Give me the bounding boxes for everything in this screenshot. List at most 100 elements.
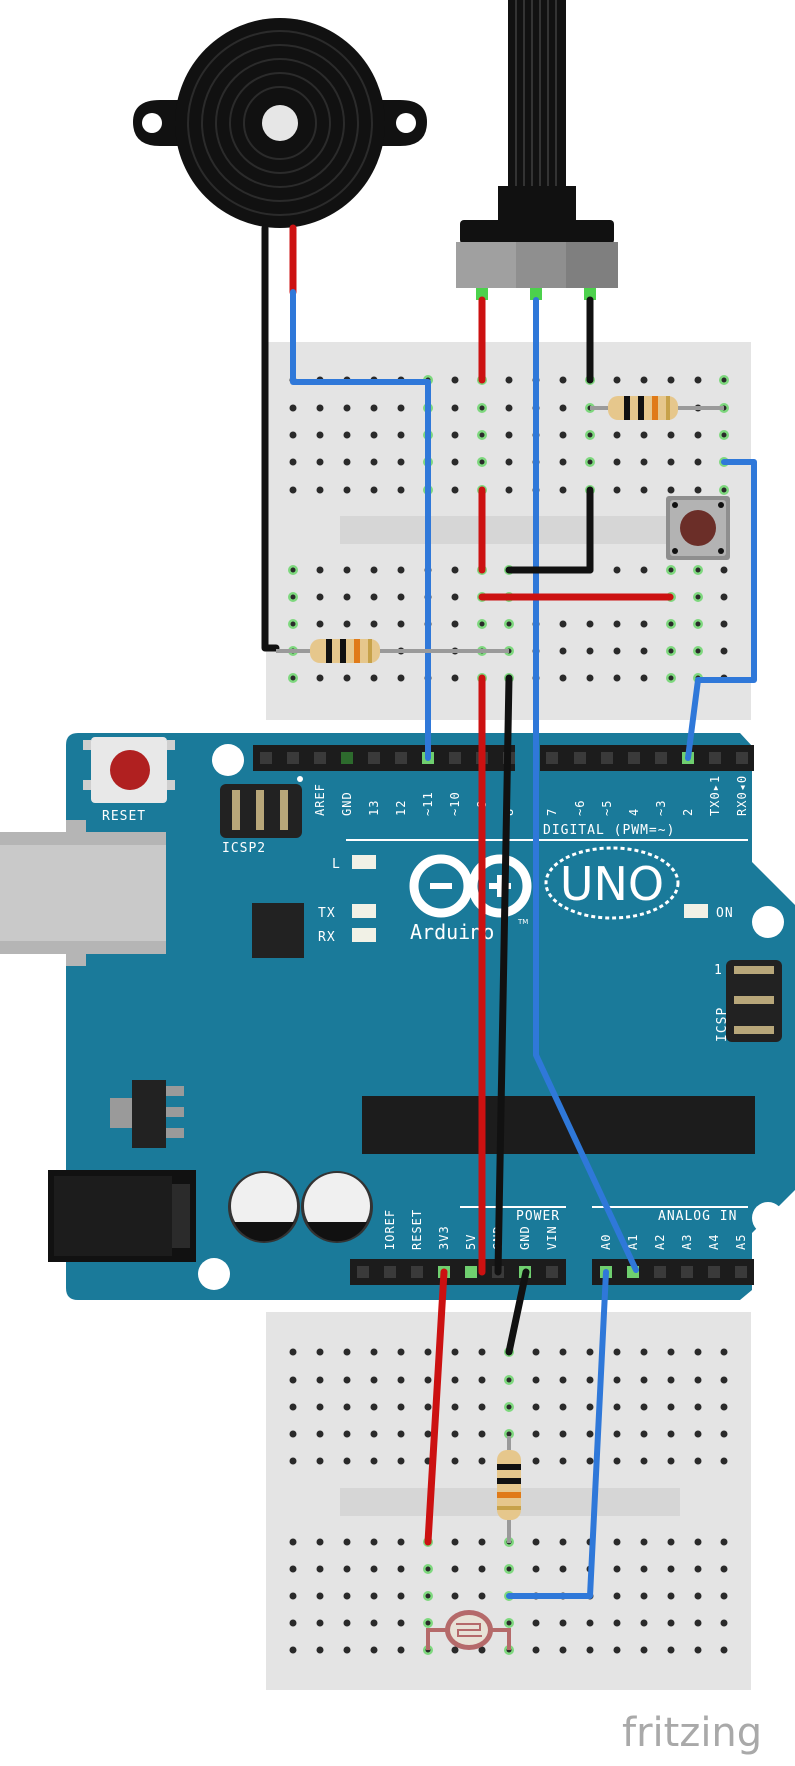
header-socket[interactable] [546, 752, 558, 764]
breadboard-hole [532, 1457, 540, 1465]
header-socket[interactable] [411, 1266, 423, 1278]
header-socket[interactable] [655, 752, 667, 764]
breadboard-hole [694, 1565, 702, 1573]
breadboard-hole [289, 1457, 297, 1465]
breadboard-hole [613, 1646, 621, 1654]
header-socket[interactable] [709, 752, 721, 764]
breadboard-hole [370, 486, 378, 494]
breadboard-hole [559, 1619, 567, 1627]
breadboard-hole [640, 1348, 648, 1356]
led-tx [352, 904, 376, 918]
wires [261, 224, 757, 1599]
crystal-chip [252, 903, 304, 958]
breadboard-hole [316, 1457, 324, 1465]
header-socket[interactable] [628, 752, 640, 764]
header-socket[interactable] [681, 1266, 693, 1278]
header-socket[interactable] [357, 1266, 369, 1278]
breadboard-hole [694, 458, 702, 466]
header-socket[interactable] [341, 752, 353, 764]
breadboard-hole [640, 1592, 648, 1600]
breadboard-hole [316, 1348, 324, 1356]
breadboard-hole [613, 376, 621, 384]
voltage-regulator [110, 1080, 184, 1148]
breadboard-hole [559, 431, 567, 439]
breadboard-hole [586, 1376, 594, 1384]
breadboard-hole [343, 620, 351, 628]
header-socket[interactable] [736, 752, 748, 764]
breadboard-hole [370, 1646, 378, 1654]
breadboard-hole [370, 404, 378, 412]
breadboard-hole [316, 1430, 324, 1438]
header-socket[interactable] [384, 1266, 396, 1278]
breadboard-hole [289, 1430, 297, 1438]
breadboard-hole [451, 404, 459, 412]
header-socket[interactable] [287, 752, 299, 764]
pin-label: RESET [410, 1209, 424, 1250]
breadboard-hole [370, 458, 378, 466]
breadboard-hole [316, 1403, 324, 1411]
pin-label: VIN [545, 1225, 559, 1250]
header-socket[interactable] [465, 1266, 477, 1278]
push-button[interactable] [666, 496, 730, 560]
breadboard-hole [478, 1592, 486, 1600]
breadboard-hole [397, 1403, 405, 1411]
breadboard-hole [694, 486, 702, 494]
header-socket[interactable] [601, 752, 613, 764]
potentiometer[interactable] [456, 0, 618, 300]
breadboard-hole [613, 1592, 621, 1600]
breadboard-hole [343, 1457, 351, 1465]
breadboard-hole [720, 1457, 728, 1465]
header-socket[interactable] [314, 752, 326, 764]
pin-label: ~3 [654, 800, 668, 816]
breadboard-hole [694, 376, 702, 384]
breadboard-hole [316, 1376, 324, 1384]
breadboard-hole [667, 1619, 675, 1627]
breadboard-hole [316, 458, 324, 466]
breadboard-hole [613, 1348, 621, 1356]
breadboard-hole [559, 620, 567, 628]
mounting-hole [752, 1202, 784, 1234]
breadboard-hole [720, 1646, 728, 1654]
led-l [352, 855, 376, 869]
power-label: POWER [516, 1209, 560, 1224]
header-socket[interactable] [395, 752, 407, 764]
breadboard-hole [397, 458, 405, 466]
icsp2-header [220, 776, 303, 838]
breadboard-hole [667, 1430, 675, 1438]
pin-label: A1 [626, 1234, 640, 1250]
breadboard-hole [370, 620, 378, 628]
header-socket[interactable] [368, 752, 380, 764]
breadboard-hole [343, 674, 351, 682]
breadboard-hole [694, 1403, 702, 1411]
breadboard-hole [397, 1646, 405, 1654]
header-socket[interactable] [735, 1266, 747, 1278]
breadboard-hole [694, 1538, 702, 1546]
breadboard-hole [532, 1403, 540, 1411]
breadboard-hole [451, 1376, 459, 1384]
led-rx-label: RX [318, 930, 336, 945]
breadboard-hole [424, 1430, 432, 1438]
led-rx [352, 928, 376, 942]
breadboard-hole [559, 674, 567, 682]
breadboard-hole [316, 431, 324, 439]
fritzing-watermark: fritzing [622, 1710, 762, 1756]
breadboard-hole [478, 1376, 486, 1384]
breadboard-hole [694, 1457, 702, 1465]
breadboard-hole [316, 404, 324, 412]
breadboard-hole [640, 376, 648, 384]
breadboard-hole [370, 1565, 378, 1573]
header-socket[interactable] [449, 752, 461, 764]
header-socket[interactable] [546, 1266, 558, 1278]
header-socket[interactable] [574, 752, 586, 764]
header-socket[interactable] [260, 752, 272, 764]
header-socket[interactable] [654, 1266, 666, 1278]
resistor [590, 396, 724, 420]
piezo-buzzer [133, 18, 427, 228]
breadboard-hole [397, 593, 405, 601]
breadboard-hole [343, 1619, 351, 1627]
breadboard-hole [505, 376, 513, 384]
pin-label: A2 [653, 1234, 667, 1250]
header-socket[interactable] [708, 1266, 720, 1278]
breadboard-hole [667, 486, 675, 494]
reset-button[interactable] [83, 737, 175, 803]
